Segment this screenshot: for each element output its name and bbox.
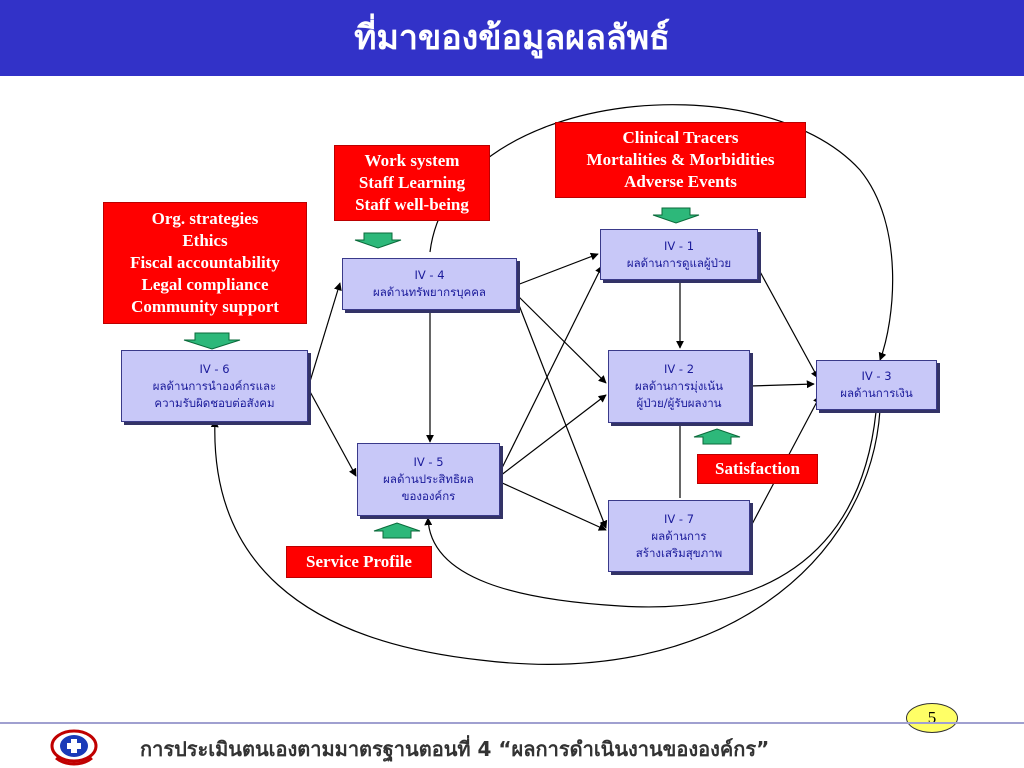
source-org-line: Ethics: [182, 231, 228, 250]
indicator-arrow-clinical: [652, 207, 700, 224]
node-label: ผลด้านทรัพยากรบุคคล: [373, 285, 486, 299]
source-box-org: Org. strategies Ethics Fiscal accountabi…: [103, 202, 307, 324]
node-code: IV - 4: [414, 268, 445, 282]
arrow-iv4-iv2: [516, 294, 607, 384]
source-box-clinical: Clinical Tracers Mortalities & Morbiditi…: [555, 122, 806, 198]
node-label: ขององค์กร: [401, 489, 456, 503]
source-work-line: Staff Learning: [358, 173, 466, 192]
source-org-line: Org. strategies: [151, 209, 259, 228]
arrow-iv6-iv4: [307, 282, 342, 389]
source-org-line: Community support: [131, 297, 279, 316]
node-label: ผลด้านการมุ่งเน้น: [634, 379, 724, 393]
node-code: IV - 3: [861, 369, 892, 383]
page-title: ที่มาของข้อมูลผลลัพธ์: [354, 18, 670, 58]
node-code: IV - 7: [663, 511, 695, 526]
indicator-arrow-org: [183, 332, 241, 350]
arrow-iv3-iv5: [424, 411, 877, 608]
source-work-line: Staff well-being: [355, 195, 469, 214]
page-number: 5: [906, 703, 958, 733]
node-iv5: IV - 5 ผลด้านประสิทธิผล ขององค์กร: [357, 443, 500, 516]
title-bar: [0, 0, 1024, 76]
indicator-arrow-satisfaction: [693, 428, 741, 445]
hospital-logo-icon: [50, 729, 98, 766]
arrow-iv5-iv7: [499, 481, 607, 531]
node-iv6: IV - 6 ผลด้านการนำองค์กรและ ความรับผิดชอ…: [121, 350, 308, 422]
arrow-iv1-iv3: [757, 267, 819, 379]
node-label: ผลด้านประสิทธิผล: [383, 472, 474, 486]
source-box-work: Work system Staff Learning Staff well-be…: [334, 145, 490, 221]
arrow-iv6-iv5: [307, 387, 357, 477]
arrow-iv5-iv1: [499, 265, 603, 473]
node-label: ผู้ป่วย/ผู้รับผลงาน: [636, 396, 722, 410]
indicator-arrow-work: [354, 232, 402, 249]
source-work-line: Work system: [364, 151, 460, 170]
source-org-line: Legal compliance: [141, 275, 269, 294]
node-iv2: IV - 2 ผลด้านการมุ่งเน้น ผู้ป่วย/ผู้รับผ…: [608, 350, 750, 423]
indicator-arrow-service: [373, 522, 421, 539]
arrow-iv2-iv3: [749, 380, 815, 389]
arrow-iv4-iv1: [516, 252, 599, 286]
source-clinical-line: Adverse Events: [624, 172, 737, 191]
node-label: สร้างเสริมสุขภาพ: [635, 545, 723, 560]
node-label: ผลด้านการเงิน: [840, 386, 913, 400]
arrow-iv5-iv2: [499, 394, 607, 477]
node-label: ผลด้านการดูแลผู้ป่วย: [626, 255, 732, 270]
node-code: IV - 5: [413, 455, 444, 469]
source-box-satisfaction: Satisfaction: [697, 454, 818, 484]
node-label: ผลด้านการ: [651, 528, 707, 543]
node-code: IV - 2: [663, 362, 695, 376]
node-code: IV - 6: [199, 361, 230, 376]
source-org-line: Fiscal accountability: [130, 253, 280, 272]
node-iv1: IV - 1 ผลด้านการดูแลผู้ป่วย: [600, 229, 758, 280]
source-service-line: Service Profile: [306, 552, 412, 571]
node-iv4: IV - 4 ผลด้านทรัพยากรบุคคล: [342, 258, 517, 310]
footer-text: การประเมินตนเองตามมาตรฐานตอนที่ 4 “ผลการ…: [140, 737, 770, 761]
node-label: ความรับผิดชอบต่อสังคม: [154, 395, 275, 410]
arrow-iv3-iv6: [210, 409, 881, 665]
source-satisfaction-line: Satisfaction: [715, 459, 800, 478]
source-clinical-line: Clinical Tracers: [622, 128, 739, 147]
footer-divider: [0, 722, 1024, 724]
node-code: IV - 1: [663, 238, 695, 253]
source-clinical-line: Mortalities & Morbidities: [586, 150, 775, 169]
node-label: ผลด้านการนำองค์กรและ: [152, 378, 277, 393]
node-iv3: IV - 3 ผลด้านการเงิน: [816, 360, 937, 410]
source-box-service: Service Profile: [286, 546, 432, 578]
node-iv7: IV - 7 ผลด้านการ สร้างเสริมสุขภาพ: [608, 500, 750, 572]
arrow-iv4-iv7: [516, 299, 608, 529]
